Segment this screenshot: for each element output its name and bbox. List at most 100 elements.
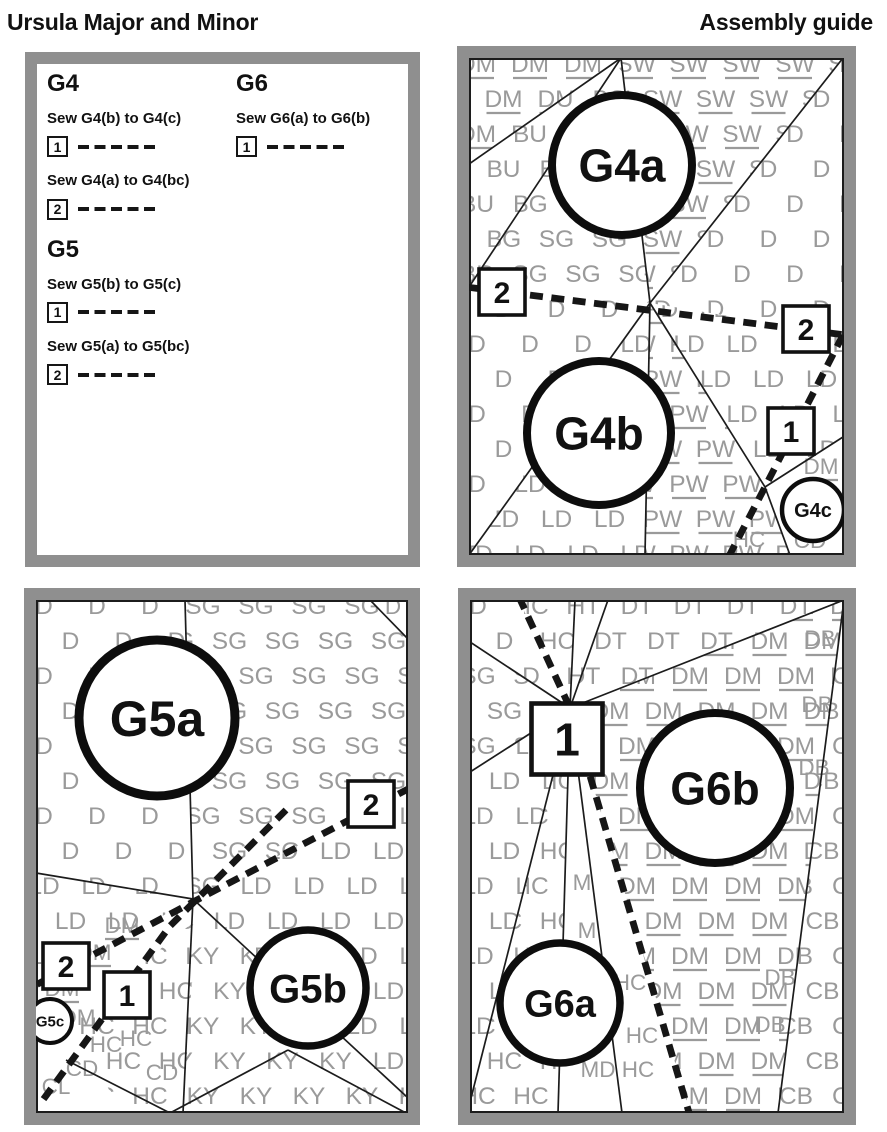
piece-circle-g5b — [246, 926, 370, 1050]
svg-text:KY: KY — [346, 1083, 379, 1110]
svg-text:KY: KY — [187, 943, 220, 970]
svg-text:DT: DT — [674, 600, 707, 620]
block-outline — [469, 58, 844, 555]
svg-text:SG: SG — [470, 733, 496, 760]
svg-text:LD: LD — [567, 541, 598, 555]
svg-text:LD: LD — [514, 541, 545, 555]
svg-text:CB: CB — [832, 1083, 844, 1110]
block-outline — [36, 600, 408, 1113]
svg-text:D: D — [786, 261, 804, 288]
seam-number: 2 — [798, 314, 815, 347]
seam-number: 2 — [58, 951, 75, 984]
svg-text:D: D — [839, 121, 844, 148]
section-heading: G6 — [236, 70, 269, 97]
svg-text:SG: SG — [238, 733, 273, 760]
g4-diagram: DMDMDMDMDMDMDMDMDMDMDMDMDMDMBUBUBUBUBUBU… — [469, 58, 844, 555]
svg-text:HC: HC — [513, 1083, 548, 1110]
dashed-seam-sample — [78, 207, 155, 211]
svg-text:D: D — [760, 226, 778, 253]
piece-label: G4b — [554, 408, 643, 460]
piece-circle-g4b — [523, 357, 675, 509]
svg-text:D: D — [469, 471, 486, 498]
svg-text:DM: DM — [469, 58, 496, 78]
svg-text:BU: BU — [469, 191, 494, 218]
svg-text:SW: SW — [775, 58, 815, 78]
svg-text:LD: LD — [346, 873, 377, 900]
svg-text:CD: CD — [146, 1060, 179, 1085]
svg-text:LD: LD — [399, 803, 408, 830]
svg-text:LD: LD — [470, 803, 494, 830]
svg-text:HC: HC — [540, 838, 575, 865]
svg-text:CB: CB — [832, 873, 844, 900]
svg-text:DT: DT — [621, 600, 654, 620]
svg-text:D: D — [62, 838, 80, 865]
step-seam-legend: 1 — [47, 136, 190, 158]
svg-text:DM: DM — [777, 663, 815, 690]
svg-text:LD: LD — [470, 943, 494, 970]
svg-text:HC: HC — [733, 527, 766, 552]
svg-text:HC: HC — [540, 908, 575, 935]
step-text: Sew G5(b) to G5(c) — [47, 275, 182, 293]
svg-text:DM: DM — [724, 873, 762, 900]
dashed-seam-sample — [267, 144, 344, 149]
piece-circle-g5a — [74, 635, 240, 801]
svg-text:KY: KY — [399, 1083, 408, 1110]
svg-text:DM: DM — [724, 1013, 762, 1040]
svg-text:KY: KY — [213, 1048, 246, 1075]
svg-text:D: D — [574, 331, 592, 358]
svg-text:D: D — [813, 156, 831, 183]
seam-number-box — [346, 779, 396, 829]
svg-text:PW: PW — [616, 331, 656, 358]
step-seam-legend: 2 — [47, 198, 190, 220]
svg-text:HC: HC — [487, 1048, 522, 1075]
svg-text:D: D — [88, 600, 106, 620]
svg-text:SG: SG — [344, 600, 379, 620]
piece-label: G5c — [36, 1013, 64, 1030]
seam-number-box — [41, 941, 91, 991]
svg-text:DM: DM — [671, 873, 709, 900]
dashed-seam-sample — [78, 310, 155, 315]
step-seam-legend: 1 — [236, 136, 370, 158]
svg-text:SG: SG — [159, 628, 194, 655]
svg-text:LD: LD — [399, 873, 408, 900]
piece-circle-g6a — [496, 939, 624, 1067]
svg-text:HC: HC — [540, 628, 575, 655]
svg-text:HC: HC — [79, 1083, 114, 1110]
svg-text:HT: HT — [568, 600, 601, 620]
svg-text:DB: DB — [801, 692, 832, 717]
piece-circle-g4a — [548, 91, 696, 239]
piece-label: G5b — [269, 967, 347, 1011]
svg-text:DT: DT — [727, 600, 760, 620]
svg-text:LD: LD — [700, 366, 731, 393]
svg-text:SW: SW — [722, 121, 762, 148]
svg-text:DB: DB — [764, 965, 795, 990]
svg-text:LD: LD — [373, 838, 404, 865]
seam-number: 1 — [119, 980, 136, 1013]
block-outline — [470, 600, 844, 1113]
svg-text:LD: LD — [753, 366, 784, 393]
svg-text:CB: CB — [805, 978, 839, 1005]
svg-text:KY: KY — [319, 1048, 352, 1075]
g5-block-panel: DDDDDDDDDDDDDDDDDDDDDDDDDDDDDDDDSGSGSGSG… — [24, 588, 420, 1125]
svg-text:D: D — [521, 331, 539, 358]
svg-text:DM: DM — [750, 698, 788, 725]
page-title: Ursula Major and Minor — [7, 9, 259, 35]
svg-text:D: D — [786, 191, 804, 218]
svg-text:SG: SG — [371, 628, 406, 655]
svg-text:D: D — [786, 121, 804, 148]
svg-text:D: D — [168, 838, 186, 865]
svg-text:DM: DM — [671, 1013, 709, 1040]
svg-text:D: D — [88, 803, 106, 830]
svg-text:D: D — [115, 838, 133, 865]
svg-text:LD: LD — [399, 943, 408, 970]
svg-text:D: D — [760, 156, 778, 183]
piece-label: G5a — [110, 691, 206, 747]
svg-text:DM: DM — [618, 1083, 656, 1110]
svg-text:CB: CB — [779, 1083, 813, 1110]
seam-number-box — [781, 304, 831, 354]
svg-text:DM: DM — [804, 454, 839, 479]
svg-text:PW: PW — [669, 471, 709, 498]
svg-text:CB: CB — [832, 733, 844, 760]
svg-text:DM: DM — [697, 908, 735, 935]
